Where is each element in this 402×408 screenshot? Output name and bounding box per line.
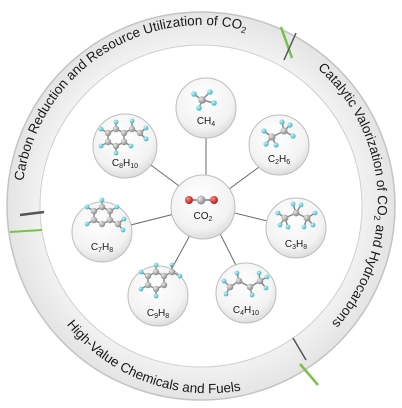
c3h8-structure-icon <box>275 201 318 230</box>
sector-divider-bottom-right-dark <box>292 337 307 361</box>
center-co2: CO2 <box>170 174 236 240</box>
molecule-c3h8: C3H8 <box>265 197 327 259</box>
sector-divider-top-right <box>279 26 294 59</box>
molecule-c8h10: C8H10 <box>92 113 158 179</box>
sector-divider-left-accent <box>9 229 43 233</box>
c2h6-label: C2H6 <box>268 154 290 166</box>
ch4-structure-icon <box>191 89 217 111</box>
c7h8-label: C7H8 <box>91 242 113 254</box>
co2-structure-icon <box>185 195 218 205</box>
co2-label: CO2 <box>194 211 213 223</box>
molecule-c4h10: C4H10 <box>215 262 277 324</box>
c2h6-structure-icon <box>261 119 296 148</box>
c8h10-structure-icon <box>98 118 149 156</box>
sector-divider-left <box>19 210 45 217</box>
c9h8-label: C9H8 <box>147 308 169 320</box>
c4h10-structure-icon <box>221 270 270 298</box>
molecule-c2h6: C2H6 <box>248 114 310 176</box>
molecule-c7h8: C7H8 <box>71 197 133 263</box>
sector-divider-bottom-right <box>299 363 319 386</box>
c3h8-label: C3H8 <box>285 239 307 251</box>
c7h8-structure-icon <box>84 197 127 233</box>
c8h10-label: C8H10 <box>112 158 138 170</box>
c4h10-label: C4H10 <box>233 305 259 317</box>
molecule-ch4: CH4 <box>175 77 237 139</box>
molecule-c9h8: C9H8 <box>127 262 189 327</box>
c9h8-structure-icon <box>138 262 183 299</box>
ch4-label: CH4 <box>197 116 215 128</box>
sector-divider-top-right-dark <box>283 32 297 61</box>
